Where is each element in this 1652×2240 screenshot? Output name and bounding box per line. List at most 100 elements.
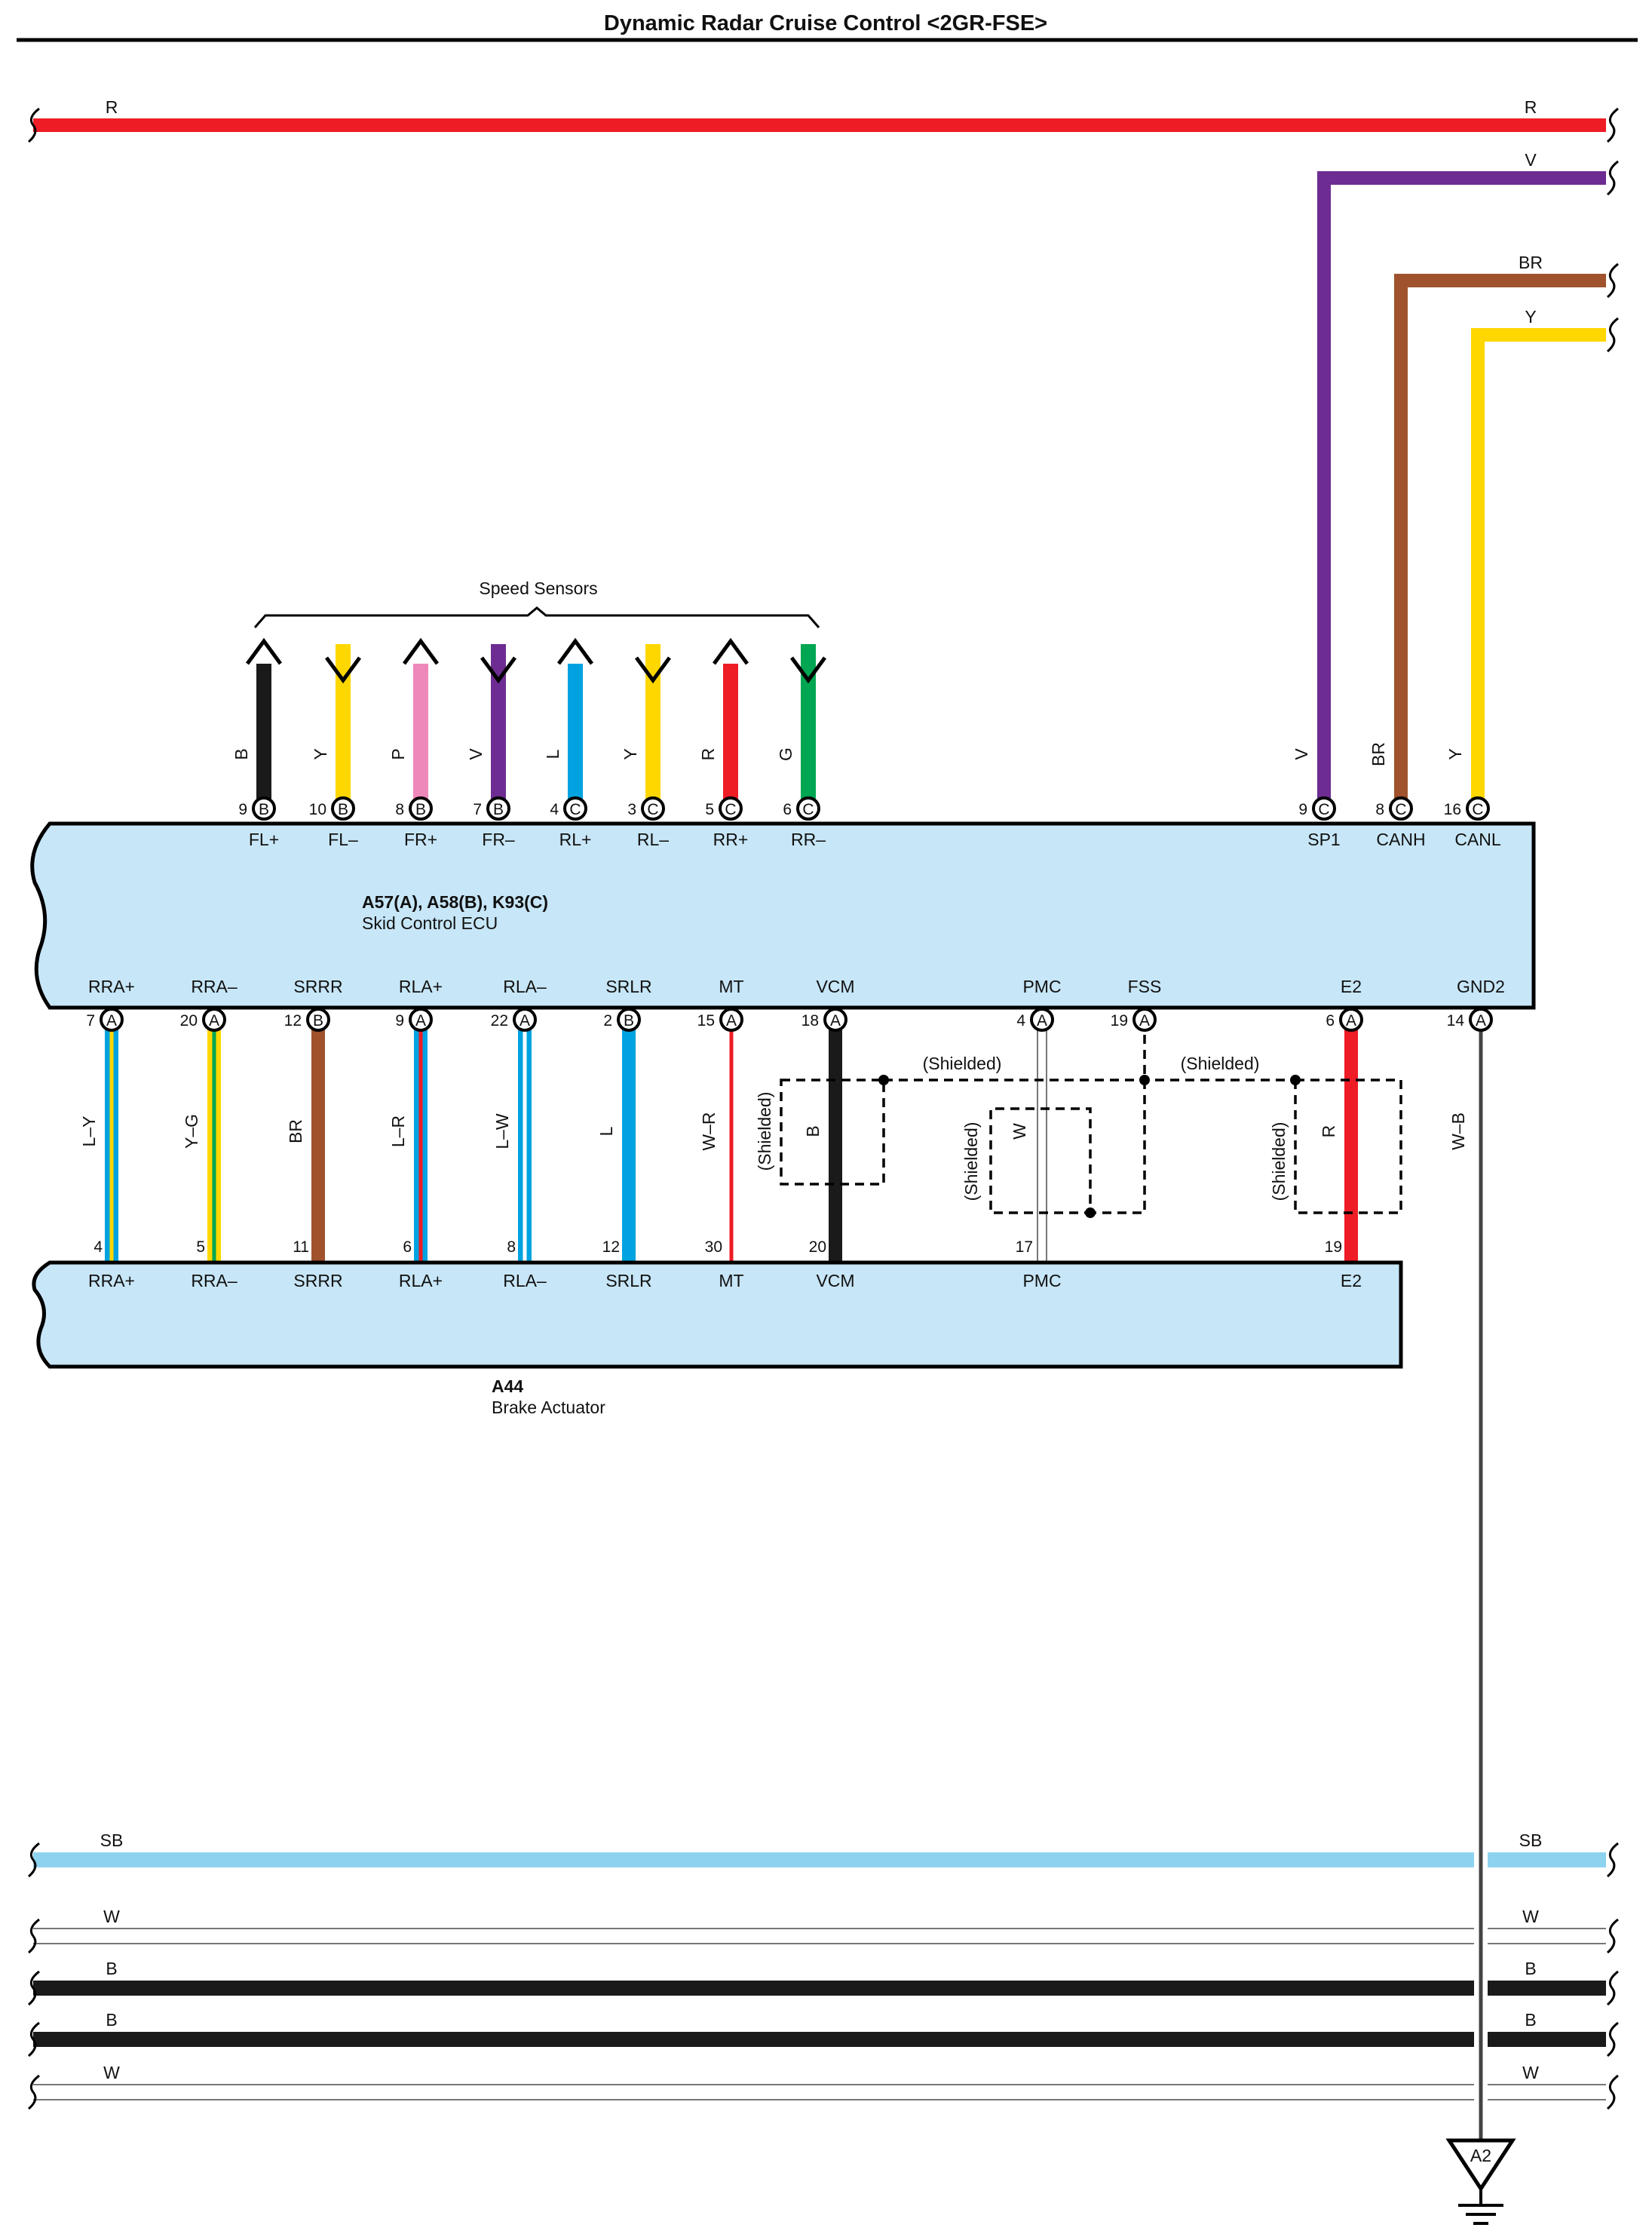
break-mark bbox=[27, 107, 40, 143]
connector-pin bbox=[100, 1008, 124, 1032]
actuator-wire-color: Y–G bbox=[182, 1114, 201, 1149]
wire-bottom-left-label: B bbox=[106, 1959, 117, 1978]
connector-pin-letter: A bbox=[1037, 1012, 1047, 1029]
sensor-pin-number: 5 bbox=[705, 801, 714, 818]
connector-pin bbox=[719, 796, 743, 821]
wire-bottom-right-label: SB bbox=[1519, 1830, 1543, 1850]
arrow-in-icon bbox=[480, 656, 517, 684]
connector-pin-letter: B bbox=[259, 801, 269, 818]
ecu-right-terminal: CANH bbox=[1376, 830, 1425, 849]
ecu-bottom-pin-number: 22 bbox=[491, 1012, 508, 1029]
sensor-wire-color: L bbox=[543, 749, 562, 759]
arrow-out-icon bbox=[245, 637, 283, 665]
connector-pin bbox=[1312, 796, 1336, 821]
sensor-pin-number: 9 bbox=[238, 801, 247, 818]
ecu-bottom-terminal: VCM bbox=[816, 977, 854, 996]
ecu-right-terminal: CANL bbox=[1454, 830, 1501, 849]
connector-pin-letter: A bbox=[209, 1012, 219, 1029]
actuator-pin-number: 12 bbox=[602, 1238, 620, 1256]
sensor-terminal: RL+ bbox=[559, 830, 592, 849]
sensor-pin-number: 10 bbox=[309, 801, 326, 818]
ground-label: A2 bbox=[1470, 2146, 1491, 2165]
sensor-wire-color: P bbox=[388, 748, 408, 759]
ecu-bottom-terminal: RRA– bbox=[191, 977, 238, 996]
actuator-pin-number: 5 bbox=[196, 1238, 205, 1256]
actuator-terminal: SRRR bbox=[293, 1271, 342, 1290]
break-mark bbox=[27, 2074, 40, 2110]
connector-pin-letter: C bbox=[1472, 801, 1483, 818]
actuator-wire-color: L–R bbox=[388, 1115, 408, 1147]
ecu-bottom-terminal: SRRR bbox=[293, 977, 342, 996]
ecu-right-wire-color: V bbox=[1292, 748, 1311, 760]
arrow-in-icon bbox=[789, 656, 827, 684]
actuator-wire-color: BR bbox=[286, 1119, 305, 1143]
connector-pin-letter: C bbox=[725, 801, 736, 818]
connector-pin-letter: B bbox=[313, 1012, 323, 1029]
break-mark bbox=[1606, 2021, 1619, 2057]
sensor-pin-number: 7 bbox=[473, 801, 482, 818]
ecu-bottom-pin-number: 6 bbox=[1326, 1012, 1335, 1029]
ecu-right-pin-number: 9 bbox=[1298, 801, 1307, 818]
shield-box-pmc bbox=[989, 1080, 1146, 1214]
ecu-bottom-pin-number: 2 bbox=[603, 1012, 612, 1029]
wire-top-y bbox=[1471, 328, 1606, 807]
wire-top-label: V bbox=[1525, 150, 1537, 170]
ecu-code: A57(A), A58(B), K93(C) bbox=[362, 892, 548, 912]
connector-pin bbox=[1030, 1008, 1054, 1032]
shielded-label: (Shielded) bbox=[1269, 1122, 1289, 1201]
wire-top-v bbox=[1317, 171, 1606, 807]
connector-pin bbox=[1389, 796, 1413, 821]
actuator-pin-number: 11 bbox=[293, 1238, 309, 1256]
sensor-pin-number: 4 bbox=[550, 801, 559, 818]
ecu-bottom-terminal: SRLR bbox=[605, 977, 651, 996]
actuator-pin-number: 6 bbox=[403, 1238, 412, 1256]
break-mark bbox=[27, 1918, 40, 1954]
break-mark bbox=[1606, 262, 1619, 299]
ecu-bottom-pin-number: 15 bbox=[697, 1012, 715, 1029]
connector-pin bbox=[796, 796, 820, 821]
actuator-name: Brake Actuator bbox=[492, 1398, 605, 1417]
ecu-bottom-terminal: RRA+ bbox=[88, 977, 135, 996]
connector-pin bbox=[331, 796, 355, 821]
sensor-terminal: RL– bbox=[637, 830, 669, 849]
connector-pin-letter: A bbox=[830, 1012, 841, 1029]
actuator-pin-number: 17 bbox=[1016, 1238, 1033, 1256]
connector-pin-letter: C bbox=[569, 801, 581, 818]
ecu-bottom-terminal: MT bbox=[719, 977, 743, 996]
ecu-bottom-pin-number: 14 bbox=[1447, 1012, 1465, 1029]
connector-pin-letter: A bbox=[1476, 1012, 1486, 1029]
ecu-bottom-pin-number: 12 bbox=[284, 1012, 302, 1029]
ecu-bottom-pin-number: 4 bbox=[1016, 1012, 1025, 1029]
actuator-wire-color: B bbox=[803, 1125, 823, 1137]
actuator-terminal: RRA+ bbox=[88, 1271, 135, 1290]
sensor-pin-number: 3 bbox=[627, 801, 636, 818]
wire-bottom-left-label: W bbox=[103, 2063, 120, 2082]
connector-pin bbox=[202, 1008, 226, 1032]
break-mark bbox=[1606, 1970, 1619, 2006]
wire-bottom-left-label: B bbox=[106, 2010, 117, 2030]
break-mark bbox=[1606, 317, 1619, 353]
actuator-terminal: SRLR bbox=[605, 1271, 651, 1290]
arrow-out-icon bbox=[402, 637, 440, 665]
sensor-wire-color: Y bbox=[311, 748, 330, 759]
ecu-bottom-pin-number: 19 bbox=[1111, 1012, 1128, 1029]
ecu-right-pin-number: 16 bbox=[1444, 801, 1461, 818]
break-mark bbox=[1606, 160, 1619, 196]
connector-pin bbox=[1469, 1008, 1493, 1032]
ecu-bottom-pin-number: 9 bbox=[395, 1012, 404, 1029]
ecu-bottom-terminal: RLA– bbox=[503, 977, 547, 996]
ecu-bottom-terminal: E2 bbox=[1341, 977, 1362, 996]
ecu-bottom-terminal: RLA+ bbox=[399, 977, 443, 996]
actuator-terminal: MT bbox=[719, 1271, 743, 1290]
shield-box-e2 bbox=[1294, 1079, 1402, 1214]
wire-bottom-right-label: B bbox=[1525, 2010, 1536, 2030]
speed-sensors-bracket bbox=[253, 606, 820, 628]
connector-pin bbox=[1339, 1008, 1363, 1032]
connector-pin-letter: A bbox=[1346, 1012, 1356, 1029]
wires-layer bbox=[27, 107, 1619, 2140]
ecu-right-terminal: SP1 bbox=[1307, 830, 1340, 849]
sensor-terminal: FR+ bbox=[404, 830, 437, 849]
shielded-label: (Shielded) bbox=[755, 1092, 774, 1171]
